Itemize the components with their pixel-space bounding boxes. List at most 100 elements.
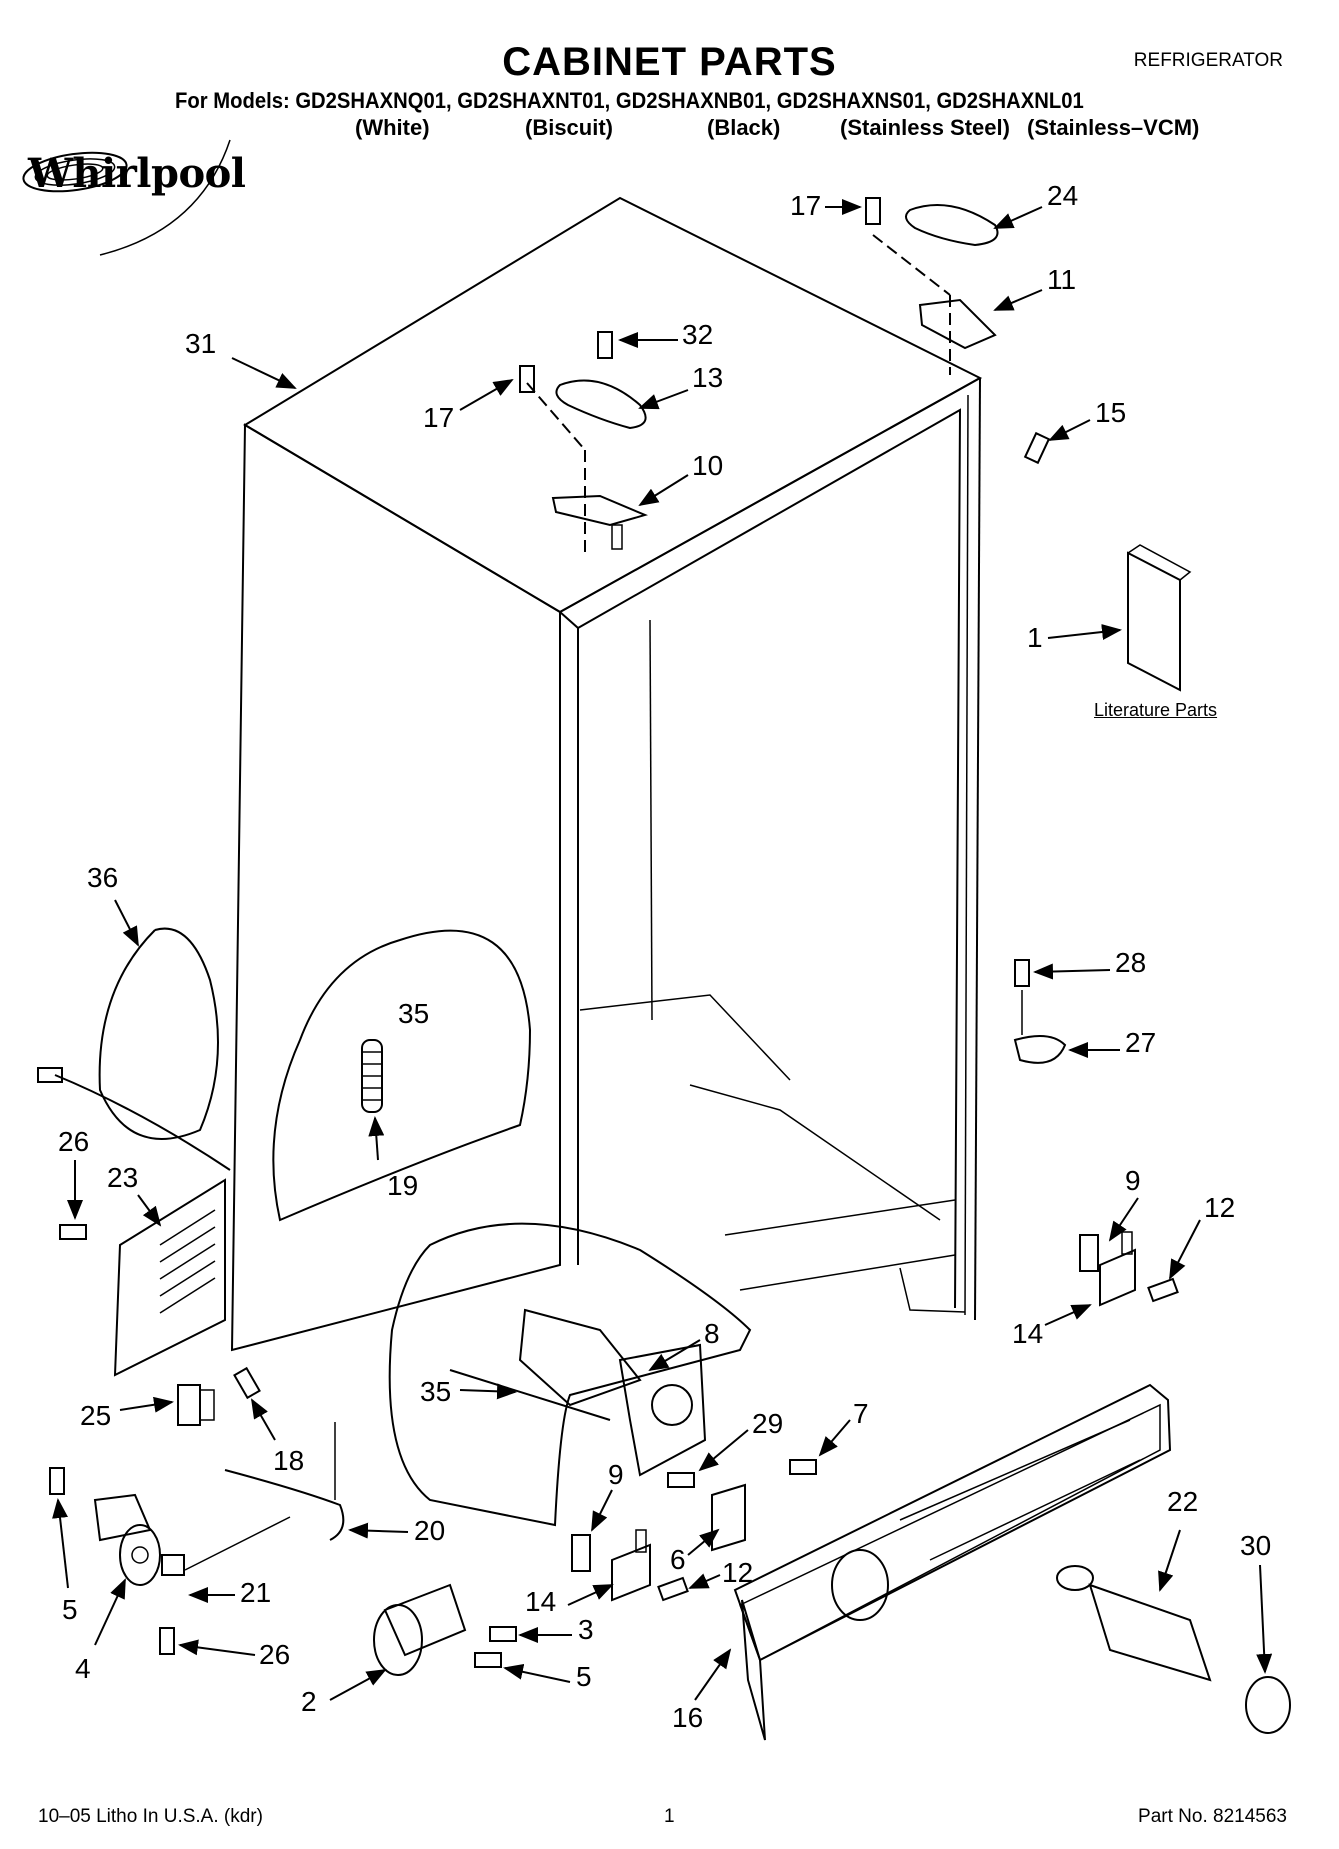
callout-31: 31 [185, 328, 217, 359]
roller-4 [93, 1493, 161, 1586]
hinge-9a [1079, 1234, 1099, 1272]
callout-17a: 17 [790, 190, 822, 221]
water-filter-22 [1056, 1565, 1212, 1682]
callout-22: 22 [1167, 1486, 1199, 1517]
footer-litho: 10–05 Litho In U.S.A. (kdr) [38, 1806, 263, 1827]
screw-28 [1014, 959, 1030, 987]
footer-page-number: 1 [664, 1806, 675, 1827]
booklet-spine [1127, 544, 1192, 581]
tube-35-coil [361, 1039, 383, 1113]
hinge-11 [918, 298, 997, 350]
color-biscuit: (Biscuit) [525, 115, 613, 140]
appliance-type: REFRIGERATOR [1133, 50, 1283, 71]
callout-29: 29 [752, 1408, 784, 1439]
toe-grille-16 [733, 1383, 1172, 1741]
literature-booklet-icon [1127, 551, 1181, 692]
screw-26a [59, 1224, 87, 1240]
callout-13: 13 [692, 362, 724, 393]
callout-1: 1 [1027, 622, 1043, 653]
callout-12a: 12 [1204, 1192, 1236, 1223]
callout-16: 16 [672, 1702, 704, 1733]
power-cord-lead [54, 1074, 231, 1171]
callout-2: 2 [301, 1686, 317, 1717]
hinge-9b [571, 1534, 591, 1572]
bracket-27 [1013, 1035, 1067, 1064]
callout-4: 4 [75, 1653, 91, 1684]
brand-logo: Whirlpool [28, 150, 246, 197]
callout-26b: 26 [259, 1639, 291, 1670]
callout-35a: 35 [398, 998, 430, 1029]
callout-17b: 17 [423, 402, 455, 433]
callout-15: 15 [1095, 397, 1127, 428]
callout-20: 20 [414, 1515, 446, 1546]
callout-14b: 14 [525, 1586, 557, 1617]
callout-8: 8 [704, 1318, 720, 1349]
callout-7: 7 [853, 1398, 869, 1429]
screw-26b [159, 1627, 175, 1655]
callout-27: 27 [1125, 1027, 1157, 1058]
top-hinge-cover-13 [555, 379, 647, 430]
callout-12b: 12 [722, 1557, 754, 1588]
page-title: CABINET PARTS [502, 40, 837, 84]
callout-10: 10 [692, 450, 724, 481]
callout-32: 32 [682, 319, 714, 350]
callout-5b: 5 [576, 1661, 592, 1692]
callout-6: 6 [670, 1544, 686, 1575]
callout-9b: 9 [608, 1459, 624, 1490]
screw-5a [49, 1467, 65, 1495]
callout-36: 36 [87, 862, 119, 893]
screw-12a [1147, 1277, 1179, 1303]
part-15 [1023, 431, 1051, 465]
callout-19: 19 [387, 1170, 419, 1201]
screw-3 [489, 1626, 517, 1642]
screw-17a [865, 197, 881, 225]
clip-21 [161, 1554, 185, 1576]
callout-35b: 35 [420, 1376, 452, 1407]
filter-cap-30 [1245, 1676, 1291, 1734]
literature-parts-label: Literature Parts [1094, 700, 1218, 720]
bracket-25 [177, 1384, 215, 1426]
callout-21: 21 [240, 1577, 272, 1608]
callout-24: 24 [1047, 180, 1079, 211]
color-stainless-steel: (Stainless Steel) [840, 115, 1010, 140]
screw-18 [233, 1366, 261, 1400]
callout-23: 23 [107, 1162, 139, 1193]
cutaway-upper [272, 929, 532, 1222]
callout-11: 11 [1047, 264, 1077, 295]
brand-swoosh-icon [22, 139, 231, 256]
cutaway-lower [388, 1222, 752, 1527]
top-hinge-10 [551, 494, 649, 550]
screw-7 [789, 1459, 817, 1475]
callout-25: 25 [80, 1400, 112, 1431]
callout-9a: 9 [1125, 1165, 1141, 1196]
roller-2 [373, 1583, 467, 1676]
color-black: (Black) [707, 115, 781, 140]
color-white: (White) [355, 115, 430, 140]
callout-14a: 14 [1012, 1318, 1044, 1349]
callout-28: 28 [1115, 947, 1147, 978]
models-line: For Models: GD2SHAXNQ01, GD2SHAXNT01, GD… [175, 88, 1084, 113]
callout-3: 3 [578, 1614, 594, 1645]
callout-5a: 5 [62, 1594, 78, 1625]
hinge-14a [1099, 1231, 1136, 1307]
screw-32 [597, 331, 613, 359]
callout-30: 30 [1240, 1530, 1272, 1561]
callout-26a: 26 [58, 1126, 90, 1157]
guide-17b [526, 382, 586, 451]
footer-part-number: Part No. 8214563 [1138, 1806, 1287, 1827]
color-stainless-vcm: (Stainless–VCM) [1027, 115, 1200, 140]
hinge-cover-24 [905, 204, 999, 247]
guide-21 [184, 1516, 291, 1571]
screw-12b [657, 1576, 689, 1602]
screw-29 [667, 1472, 695, 1488]
power-cord-36 [98, 927, 219, 1140]
guide-17a [872, 234, 951, 296]
cabinet-shell [230, 196, 983, 1352]
callout-18: 18 [273, 1445, 305, 1476]
screw-17b [519, 365, 535, 393]
power-plug-icon [37, 1067, 63, 1083]
tube-35-lower [449, 1369, 611, 1421]
rear-grille-23 [113, 1178, 226, 1377]
